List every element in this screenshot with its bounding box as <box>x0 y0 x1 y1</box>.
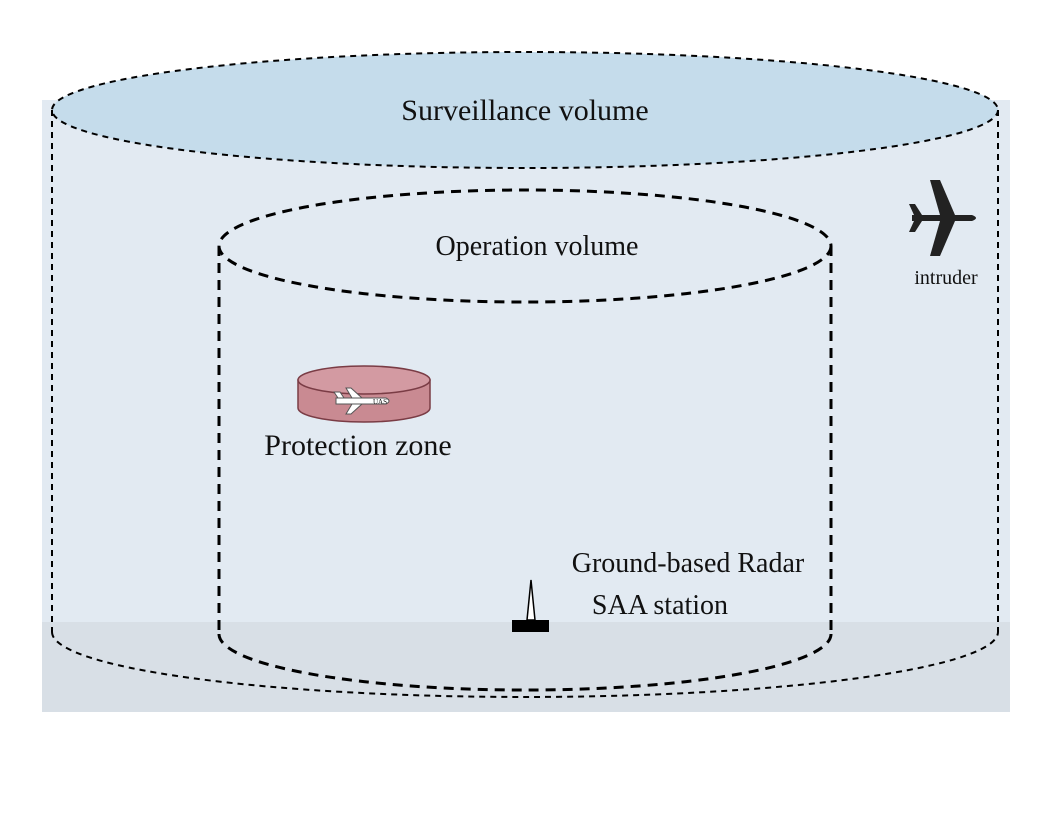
radar-station-icon <box>512 579 549 632</box>
airplane-icon <box>909 180 976 256</box>
operation-volume-label: Operation volume <box>436 231 639 262</box>
surveillance-volume-label: Surveillance volume <box>401 94 648 127</box>
protection-zone-label: Protection zone <box>264 429 451 462</box>
uas-tag: UAS <box>373 398 387 406</box>
surveillance-cylinder-body <box>42 100 1010 712</box>
radar-label-line2: SAA station <box>592 590 728 621</box>
protection-zone: UAS <box>297 365 431 423</box>
uas-aircraft-icon: UAS <box>333 387 390 415</box>
intruder-label: intruder <box>914 267 978 289</box>
ground-band <box>42 622 1010 712</box>
protection-zone-top <box>297 365 431 395</box>
radar-label-line1: Ground-based Radar <box>572 548 805 579</box>
surveillance-bottom <box>51 631 999 698</box>
